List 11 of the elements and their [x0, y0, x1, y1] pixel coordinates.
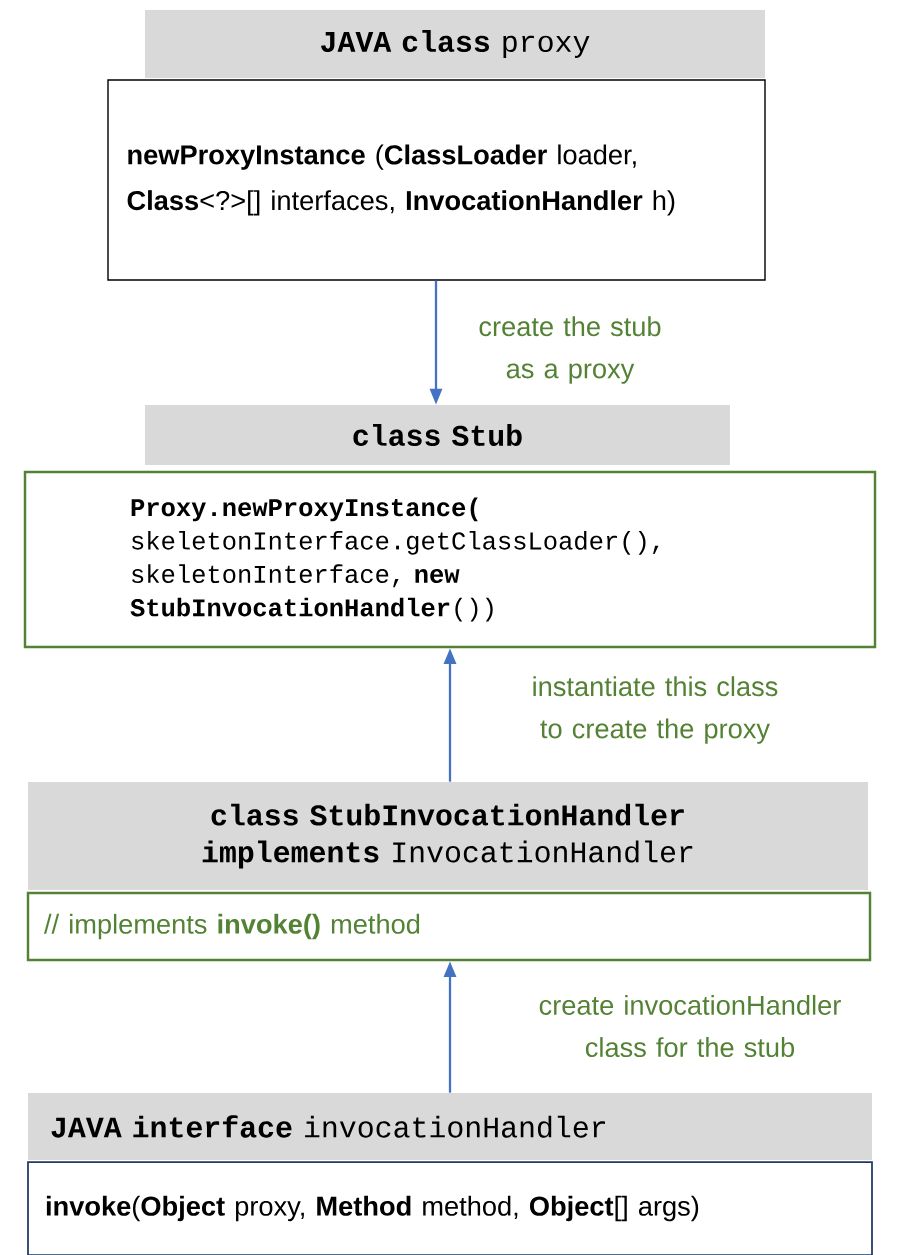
edge-label: create the stub as a proxy	[479, 316, 661, 384]
method-box: invoke(Object proxy, Method method, Object[] args)	[27, 1161, 873, 1255]
edge-label: create invocationHandler class for the stub	[539, 994, 841, 1058]
edge-label: instantiate this class to create the proxy	[533, 676, 778, 744]
class-header: JAVA class proxy	[145, 10, 765, 78]
method-box: newProxyInstance (ClassLoader loader, Class<?>[] interfaces, InvocationHandler h)	[107, 79, 766, 281]
interface-header: JAVA interface invocationHandler	[28, 1093, 872, 1160]
class-header: class Stub	[145, 405, 730, 465]
code-box: Proxy.newProxyInstance( skeletonInterface.getClassLoader(), skeletonInterface, new StubInvocationHandler())	[23, 470, 877, 649]
class-header: class StubInvocationHandler implements InvocationHandler	[28, 782, 868, 890]
comment-box: // implements invoke() method	[26, 891, 872, 962]
